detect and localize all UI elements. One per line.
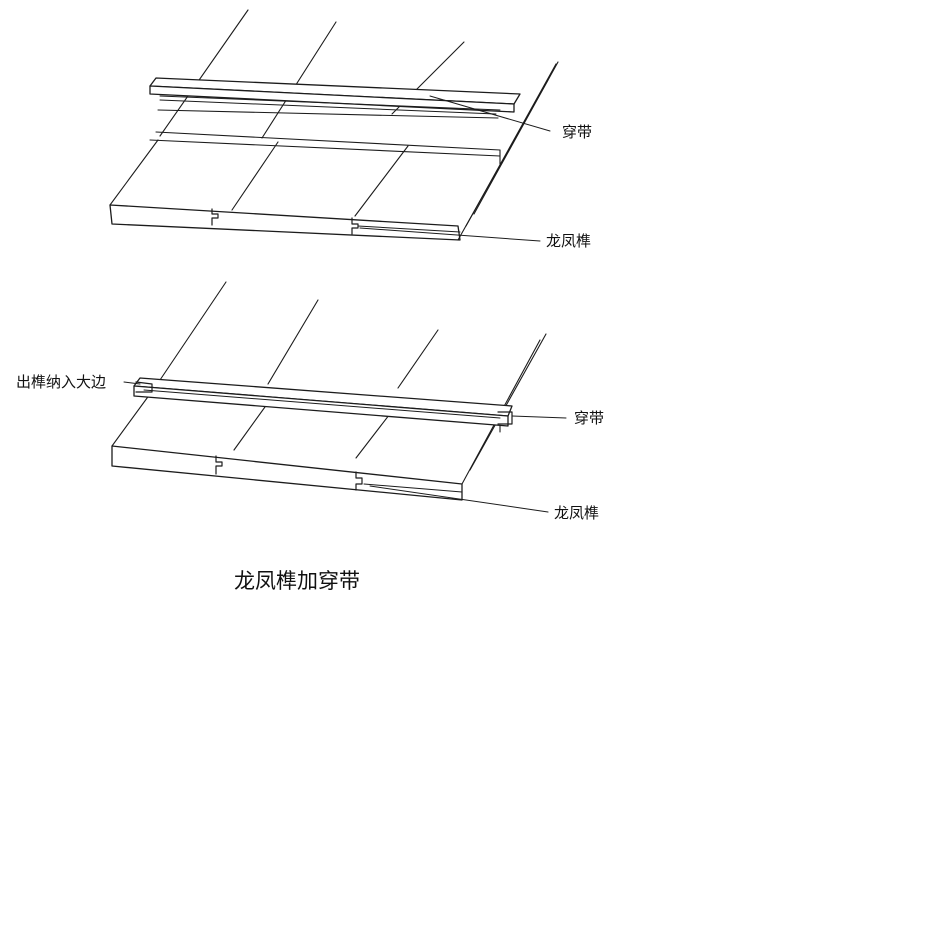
- bottom-batten: [133, 377, 513, 427]
- bottom-batten-leader: [511, 415, 567, 419]
- top-diagram: 穿带 龙凤榫: [109, 9, 592, 250]
- bottom-diagram: 出榫纳入大边 穿带 龙凤榫: [16, 281, 604, 522]
- bottom-tenon-leader: [123, 381, 141, 385]
- bottom-tenon-label: 出榫纳入大边: [16, 373, 106, 391]
- top-batten-label: 穿带: [562, 123, 592, 141]
- bottom-joint-leader: [369, 485, 549, 513]
- figure-caption: 龙凤榫加穿带: [234, 569, 360, 593]
- top-batten-leader: [429, 95, 551, 132]
- top-joint-label: 龙凤榫: [546, 232, 591, 250]
- bottom-joint-label: 龙凤榫: [554, 504, 599, 522]
- top-batten: [149, 77, 521, 115]
- top-board-panel: [109, 9, 559, 241]
- bottom-batten-label: 穿带: [574, 409, 604, 427]
- top-joint-leader: [359, 227, 541, 242]
